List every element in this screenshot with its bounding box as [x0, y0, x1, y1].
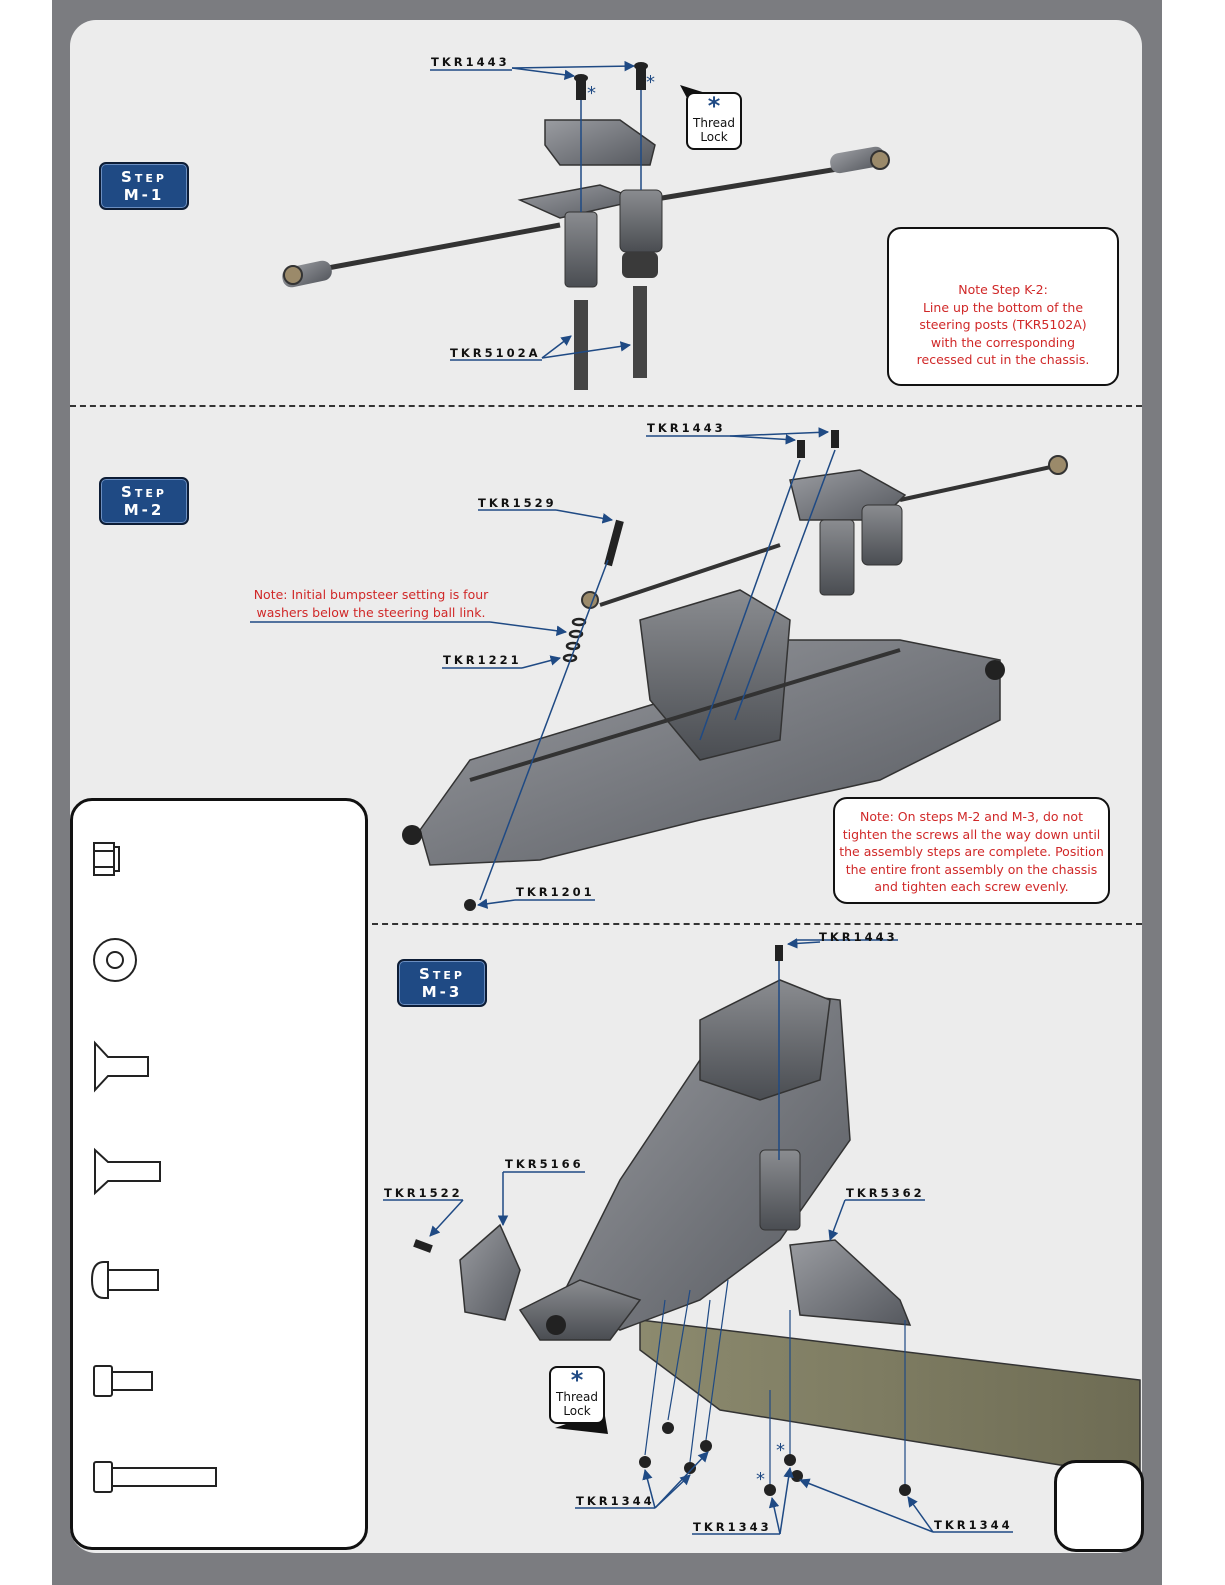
m2-illustration — [250, 427, 1068, 911]
svg-text:*: * — [756, 1469, 765, 1490]
thread-lock-line1: Thread — [693, 116, 735, 130]
note-tighten-screws: Note: On steps M-2 and M-3, do not tight… — [833, 797, 1110, 904]
svg-text:*: * — [646, 72, 655, 93]
divider-m2-m3 — [372, 923, 1142, 925]
note-line: Note: On steps M-2 and M-3, do not — [860, 809, 1083, 824]
note-line: with the corresponding — [930, 334, 1076, 350]
thread-lock-badge-m1: * Thread Lock — [686, 92, 742, 150]
note-title: Note Step K-2: — [958, 282, 1048, 297]
part-label-m2-tkr1443: TKR1443 — [647, 421, 726, 435]
note-line: the entire front assembly on the chassis — [845, 861, 1098, 877]
note-step-k2: Note Step K-2: Line up the bottom of the… — [887, 227, 1119, 386]
step-title: Step — [121, 168, 167, 186]
note-line: and tighten each screw evenly. — [874, 879, 1069, 894]
svg-text:*: * — [776, 1440, 785, 1461]
part-label-m3-tkr1344-left: TKR1344 — [576, 1494, 655, 1508]
step-number: M-2 — [123, 501, 165, 519]
svg-text:*: * — [587, 83, 596, 104]
part-label-m2-tkr1221: TKR1221 — [443, 653, 522, 667]
part-label-m3-tkr1343: TKR1343 — [693, 1520, 772, 1534]
part-label-m1-tkr5102a: TKR5102A — [450, 346, 541, 360]
note-line: steering posts (TKR5102A) — [919, 317, 1087, 332]
part-label-m3-tkr5362: TKR5362 — [846, 1186, 925, 1200]
thread-lock-line2: Lock — [563, 1404, 591, 1418]
asterisk-icon: * — [570, 1366, 584, 1394]
divider-m1-m2 — [70, 405, 1142, 407]
step-badge-m2: Step M-2 — [99, 477, 189, 525]
part-label-m3-tkr5166: TKR5166 — [505, 1157, 584, 1171]
part-label-m2-tkr1529: TKR1529 — [478, 496, 557, 510]
note-line: tighten the screws all the way down unti… — [842, 826, 1101, 842]
note-line: washers below the steering ball link. — [256, 605, 486, 620]
thread-lock-line1: Thread — [556, 1390, 598, 1404]
note-bumpsteer: Note: Initial bumpsteer setting is four … — [240, 586, 502, 622]
step-title: Step — [419, 965, 465, 983]
note-line: Line up the bottom of the — [922, 299, 1084, 315]
page-number-box — [1054, 1460, 1144, 1552]
step-number: M-1 — [123, 186, 165, 204]
step-title: Step — [121, 483, 167, 501]
part-label-m3-tkr1344-right: TKR1344 — [934, 1518, 1013, 1532]
note-line: the assembly steps are complete. Positio… — [839, 844, 1104, 859]
thread-lock-line2: Lock — [700, 130, 728, 144]
note-line: recessed cut in the chassis. — [916, 352, 1090, 367]
hardware-panel — [70, 798, 368, 1550]
step-number: M-3 — [421, 983, 463, 1001]
note-line: Note: Initial bumpsteer setting is four — [253, 587, 489, 602]
part-label-m2-tkr1201: TKR1201 — [516, 885, 595, 899]
step-badge-m3: Step M-3 — [397, 959, 487, 1007]
asterisk-icon: * — [707, 92, 721, 120]
part-label-m3-tkr1443: TKR1443 — [819, 930, 898, 944]
part-label-m1-tkr1443: TKR1443 — [431, 55, 510, 69]
m3-illustration: * * — [383, 938, 1141, 1535]
part-label-m3-tkr1522: TKR1522 — [384, 1186, 463, 1200]
thread-lock-badge-m3: * Thread Lock — [549, 1366, 605, 1424]
step-badge-m1: Step M-1 — [99, 162, 189, 210]
